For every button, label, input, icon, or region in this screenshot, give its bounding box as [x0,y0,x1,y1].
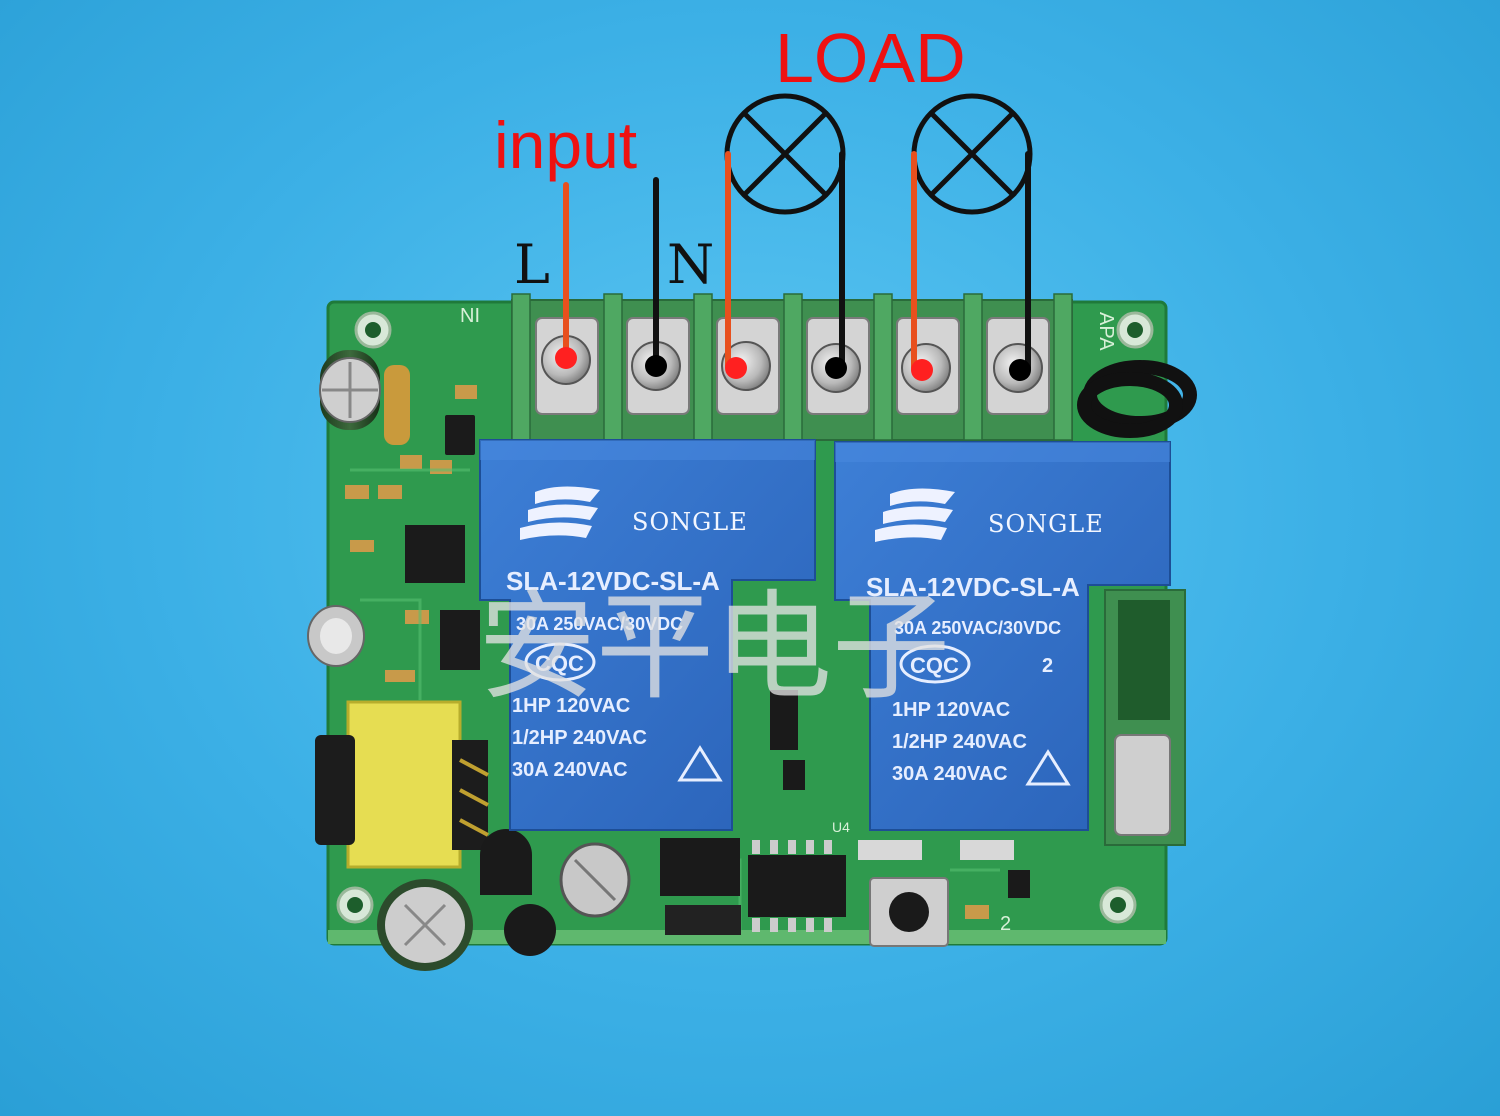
relay-2-hp1: 1HP 120VAC [892,699,1010,721]
relay-2-hp2: 1/2HP 240VAC [892,731,1027,753]
label-neutral: N [667,233,714,296]
watermark: 安平电子 [478,578,950,716]
relay-1-brand: SONGLE [632,508,748,536]
relay-2-amp: 30A 240VAC [892,763,1008,785]
label-load: LOAD [775,19,966,97]
wires [563,151,1031,371]
transistors [480,829,556,956]
relay-1-amp: 30A 240VAC [512,759,628,781]
relay-1-model: SLA-12VDC-SL-A [506,566,720,596]
smd-components-left [345,385,480,682]
pcb-mark-u4: U4 [832,819,850,835]
relay-1: SONGLE SLA-12VDC-SL-A 30A 250VAC/30VDC C… [479,439,816,831]
antenna-coil [1077,360,1197,438]
relay-1-logo [520,486,600,540]
relay-2-brand: SONGLE [988,510,1104,538]
relay-2-rating: 30A 250VAC/30VDC [894,618,1061,638]
dot-neutral-2 [825,357,847,379]
label-line: L [514,233,550,296]
lamp-1-icon [724,93,846,215]
pcb-mark-apa: APA [1095,312,1117,351]
capacitors [307,350,631,971]
relay-1-cert: CQC [535,651,584,676]
terminal-block [511,293,1073,441]
relay-2-logo [875,488,955,542]
relay-1-hp2: 1/2HP 240VAC [512,727,647,749]
ic-chips [660,690,1030,935]
dot-live-2 [725,357,747,379]
dot-live-3 [911,359,933,381]
push-button [869,877,949,947]
relay-2-model: SLA-12VDC-SL-A [866,572,1080,602]
relay-2-cert: CQC [910,653,959,678]
mounting-holes [336,311,1154,924]
relay-1-rating: 30A 250VAC/30VDC [516,614,683,634]
pcb-mark-ni: NI [460,305,480,327]
rf-module [1104,589,1186,846]
lamp-2-icon [911,93,1033,215]
relay-2: SONGLE SLA-12VDC-SL-A 30A 250VAC/30VDC C… [834,441,1171,831]
label-input: input [494,108,637,182]
dot-neutral-3 [1009,359,1031,381]
terminal-dots [555,347,1031,381]
dot-neutral-1 [645,355,667,377]
dot-live-1 [555,347,577,369]
pcb-mark-2: 2 [1000,913,1011,935]
relay-1-triangle-icon [677,745,723,782]
relay-2-channel: 2 [1042,655,1053,677]
relay-1-hp1: 1HP 120VAC [512,695,630,717]
relay-2-triangle-icon [1025,749,1071,786]
transformer [315,700,489,869]
